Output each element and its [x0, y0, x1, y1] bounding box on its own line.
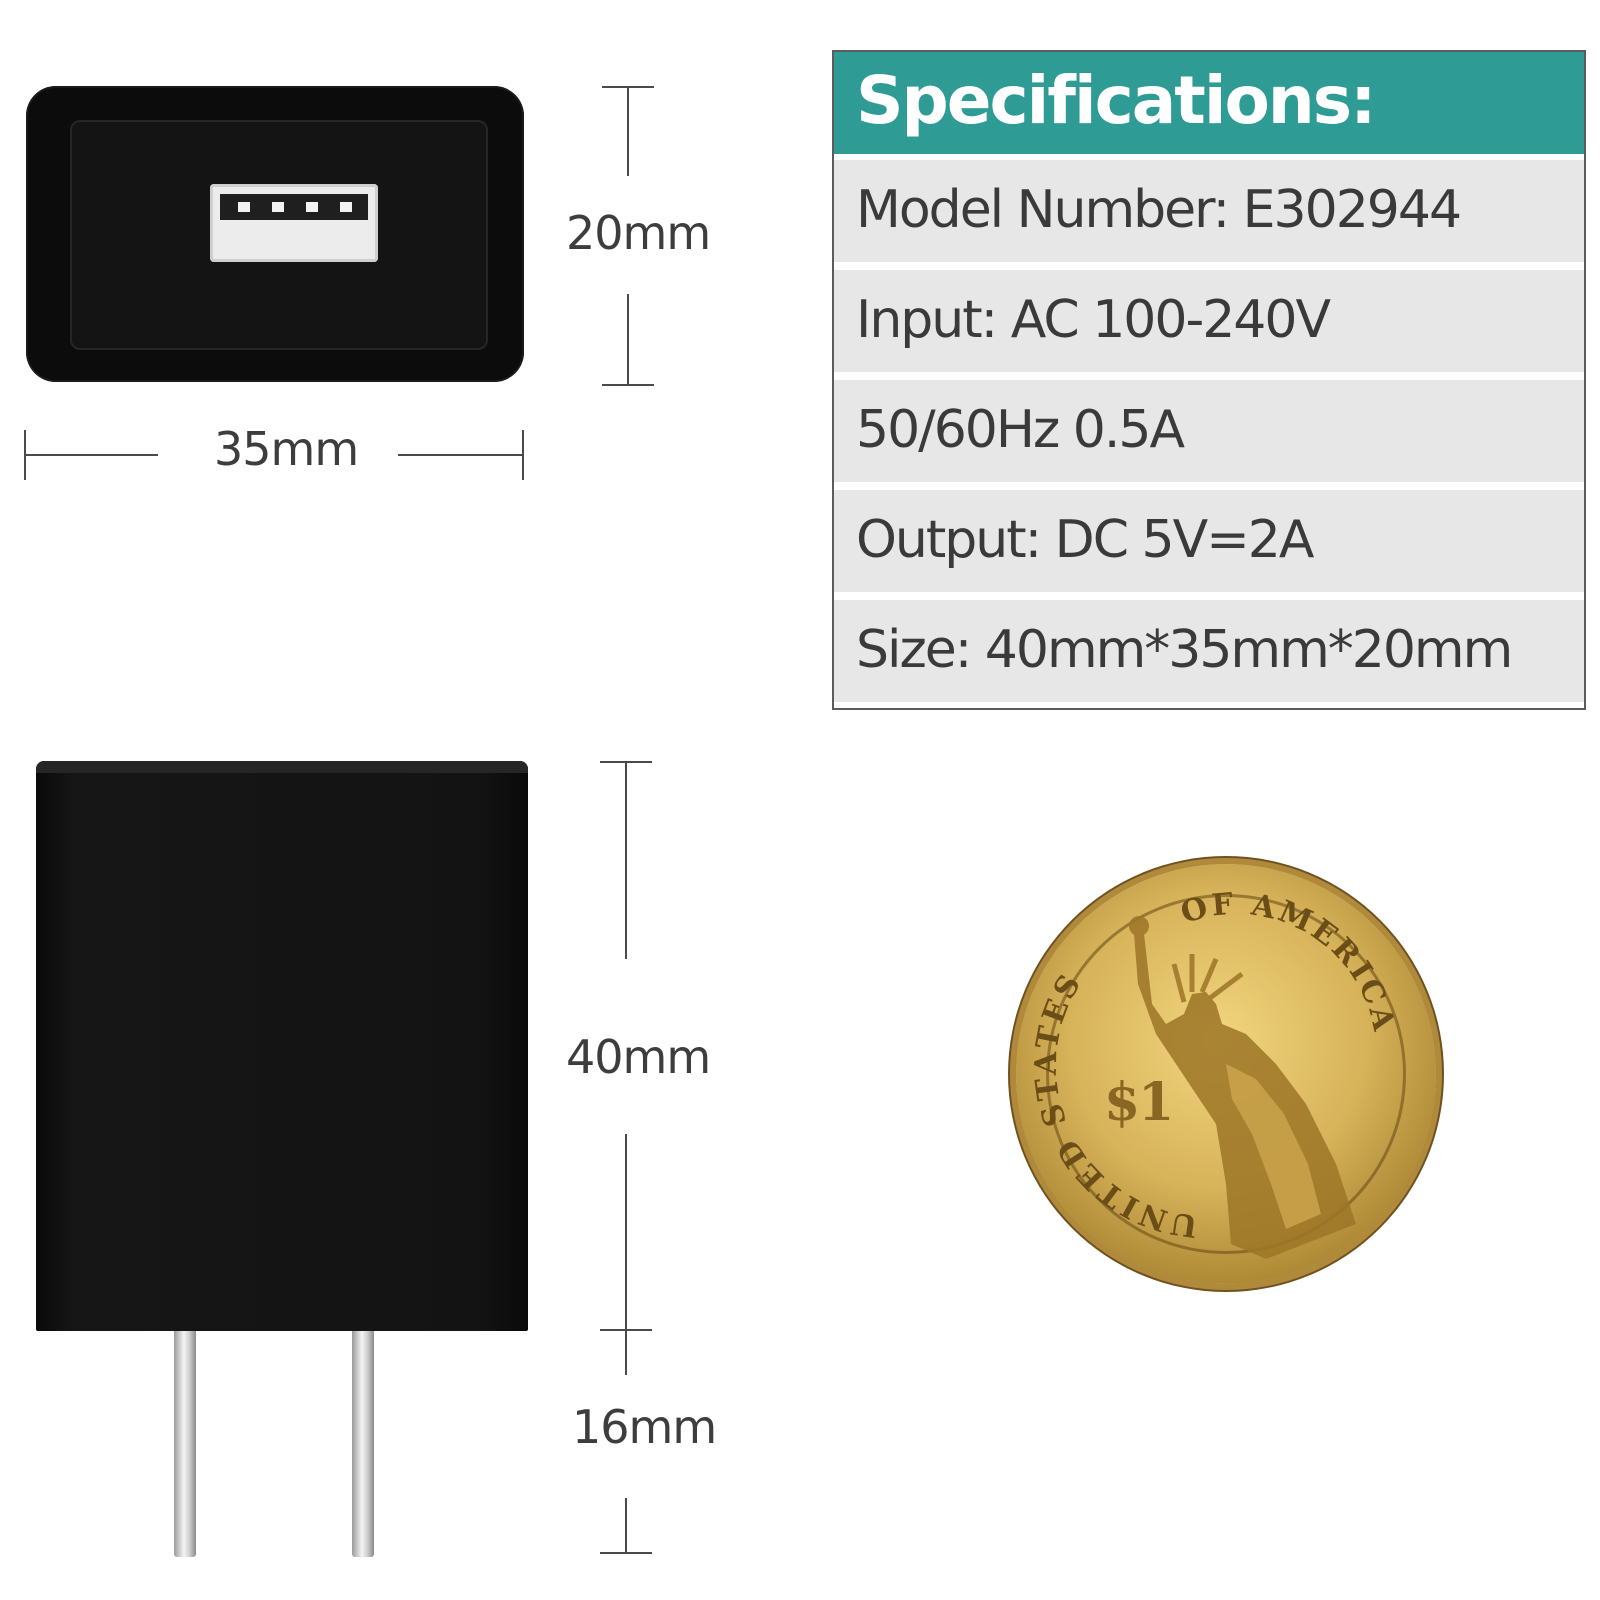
usb-port: [210, 184, 378, 262]
usb-tongue: [220, 194, 368, 220]
plug-prong-right: [352, 1331, 374, 1557]
spec-row-size: Size: 40mm*35mm*20mm: [834, 600, 1584, 702]
charger-top-edge: [36, 761, 528, 773]
charger-face: [70, 120, 488, 350]
coin-denomination: $1: [1104, 1072, 1174, 1133]
dimension-line: [625, 761, 627, 959]
spec-row-text: Size: 40mm*35mm*20mm: [856, 620, 1513, 680]
usb-pin: [340, 202, 352, 212]
spec-row-text: Output: DC 5V=2A: [856, 510, 1314, 570]
dimension-tick: [600, 1329, 652, 1331]
dimension-label-top-width: 35mm: [214, 422, 359, 476]
usb-pin: [306, 202, 318, 212]
dimension-line: [625, 1134, 627, 1331]
specifications-table: Specifications: Model Number: E302944 In…: [832, 50, 1586, 710]
spec-row-text: 50/60Hz 0.5A: [856, 400, 1185, 460]
specifications-title: Specifications:: [856, 62, 1376, 139]
usb-pin: [272, 202, 284, 212]
dimension-line: [24, 454, 158, 456]
coin-artwork: OF AMERICA UNITED STATES: [1029, 887, 1399, 1259]
spec-row-output: Output: DC 5V=2A: [834, 490, 1584, 592]
spec-row-text: Model Number: E302944: [856, 180, 1462, 240]
usb-pin: [238, 202, 250, 212]
dimension-tick: [522, 430, 524, 480]
dimension-line: [625, 1498, 627, 1554]
dimension-line: [627, 86, 629, 176]
dimension-tick: [602, 384, 654, 386]
dimension-line: [625, 1331, 627, 1375]
spec-row-model: Model Number: E302944: [834, 160, 1584, 262]
statue-highlight: [1226, 1064, 1321, 1229]
plug-prong-left: [174, 1331, 196, 1557]
dimension-tick: [600, 1552, 652, 1554]
charger-front-view: [36, 761, 528, 1331]
dimension-label-prong-length: 16mm: [572, 1400, 717, 1454]
dimension-line: [398, 454, 524, 456]
spec-row-frequency: 50/60Hz 0.5A: [834, 380, 1584, 482]
dollar-coin: OF AMERICA UNITED STATES $1: [1016, 864, 1436, 1284]
charger-top-view: [26, 86, 524, 382]
dimension-label-top-height: 20mm: [566, 206, 711, 260]
dimension-label-body-height: 40mm: [566, 1030, 711, 1084]
spec-row-text: Input: AC 100-240V: [856, 290, 1331, 350]
spec-row-input: Input: AC 100-240V: [834, 270, 1584, 372]
dimension-line: [627, 294, 629, 386]
specifications-header: Specifications:: [834, 52, 1584, 154]
